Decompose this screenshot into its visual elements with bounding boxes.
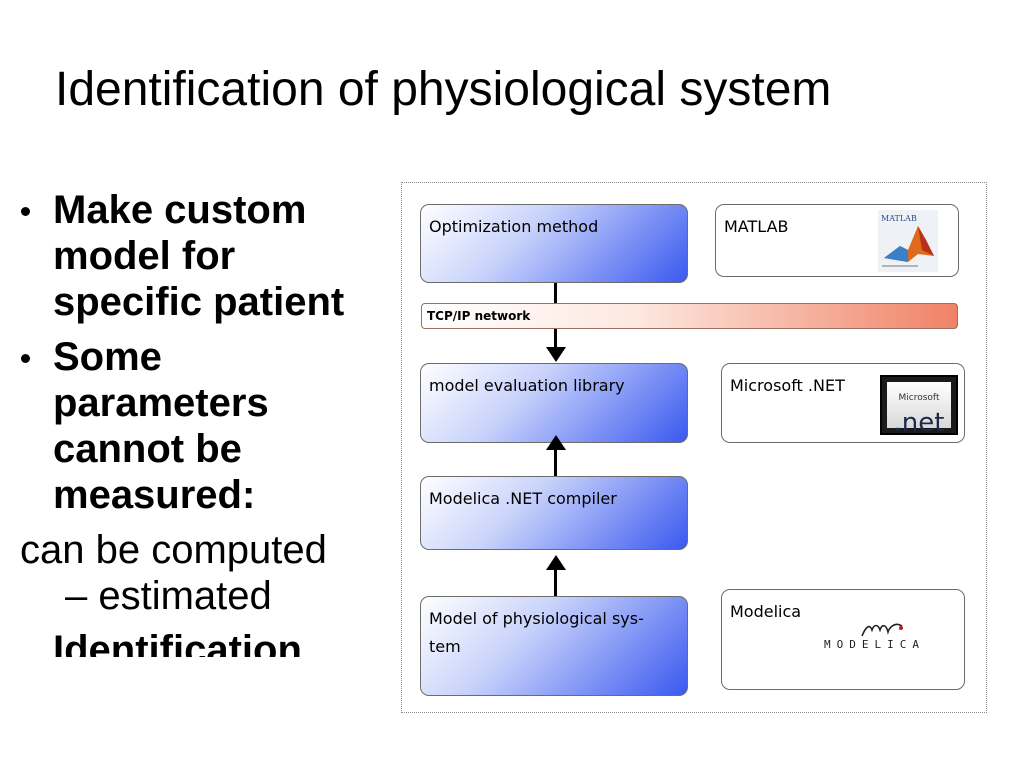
arrow-shaft <box>554 449 557 477</box>
model-evaluation-library-box: model evaluation library <box>420 363 688 443</box>
optimization-method-label: Optimization method <box>429 217 599 236</box>
microsoft-dotnet-box: Microsoft .NET Microsoft .net <box>721 363 965 443</box>
arrow-up-icon <box>546 435 566 450</box>
modelica-logo-icon: MODELICA <box>822 612 952 652</box>
slide-title: Identification of physiological system <box>55 63 832 116</box>
arrow-down-icon <box>546 347 566 362</box>
plain-text-line: – estimated <box>65 574 272 618</box>
optimization-method-box: Optimization method <box>420 204 688 283</box>
arrow-up-icon <box>546 555 566 570</box>
dotnet-logo-big-text: .net <box>893 408 945 438</box>
arrow-shaft <box>554 568 557 596</box>
cut-off-heading: Identification <box>53 628 302 657</box>
bullet-text: Some parameters cannot be measured: <box>53 335 269 517</box>
modelica-dotnet-compiler-label: Modelica .NET compiler <box>429 489 617 508</box>
tcp-ip-network-label: TCP/IP network <box>427 309 531 323</box>
physiological-model-label-line: tem <box>429 637 461 656</box>
bullet-text: Make custom model for specific patient <box>53 188 345 324</box>
bullet-item: Some parameters cannot be measured: <box>8 334 388 518</box>
physiological-model-box: Model of physiological sys- tem <box>420 596 688 696</box>
bullet-item: Make custom model for specific patient <box>8 187 388 325</box>
physiological-model-label-line: Model of physiological sys- <box>429 609 644 628</box>
matlab-label: MATLAB <box>724 217 789 236</box>
modelica-label: Modelica <box>730 602 802 621</box>
modelica-logo-text: MODELICA <box>824 638 925 651</box>
plain-text-line: can be computed <box>20 528 327 572</box>
bullet-dot-icon <box>21 207 30 216</box>
bullet-list: Make custom model for specific patient S… <box>8 187 388 657</box>
modelica-dotnet-compiler-box: Modelica .NET compiler <box>420 476 688 550</box>
dotnet-logo-icon: Microsoft .net <box>880 375 958 438</box>
plain-text: can be computed – estimated <box>8 527 388 619</box>
tcp-ip-network-bar: TCP/IP network <box>421 303 958 329</box>
bullet-dot-icon <box>21 354 30 363</box>
dotnet-logo-small-text: Microsoft <box>898 393 940 403</box>
microsoft-dotnet-label: Microsoft .NET <box>730 376 845 395</box>
modelica-box: Modelica MODELICA <box>721 589 965 690</box>
architecture-diagram: Optimization method MATLAB MATLAB TCP/IP… <box>401 182 987 713</box>
model-evaluation-library-label: model evaluation library <box>429 376 625 395</box>
matlab-box: MATLAB MATLAB <box>715 204 959 277</box>
matlab-logo-icon: MATLAB <box>878 210 938 272</box>
matlab-logo-text: MATLAB <box>881 214 917 223</box>
